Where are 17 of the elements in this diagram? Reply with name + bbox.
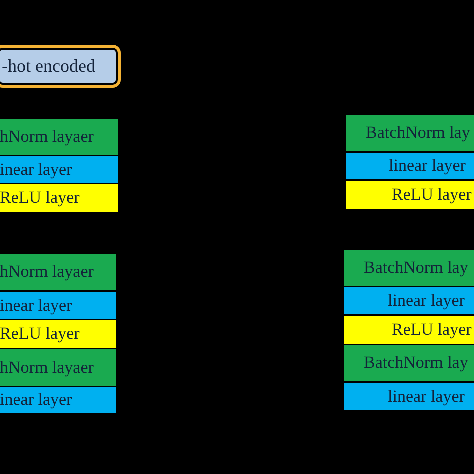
- batchnorm-layer-box: BatchNorm lay: [344, 345, 474, 381]
- input-box: -hot encoded: [0, 50, 116, 83]
- relu-layer-box: ReLU layer: [0, 320, 116, 348]
- batchnorm-layer-box: BatchNorm lay: [344, 250, 474, 286]
- linear-layer-box: linear layer: [346, 153, 474, 179]
- batchnorm-layer-box: hNorm layaer: [0, 349, 116, 386]
- batchnorm-layer-box: hNorm layaer: [0, 119, 118, 155]
- relu-layer-box: ReLU layer: [0, 184, 118, 212]
- relu-layer-box: ReLU layer: [346, 181, 474, 209]
- linear-layer-box: linear layer: [344, 383, 474, 410]
- relu-layer-box: ReLU layer: [344, 316, 474, 344]
- batchnorm-layer-box: BatchNorm lay: [346, 115, 474, 151]
- linear-layer-box: linear layer: [344, 287, 474, 314]
- linear-layer-box: inear layer: [0, 292, 116, 319]
- linear-layer-box: inear layer: [0, 387, 116, 413]
- linear-layer-box: inear layer: [0, 156, 118, 183]
- batchnorm-layer-box: hNorm layaer: [0, 254, 116, 290]
